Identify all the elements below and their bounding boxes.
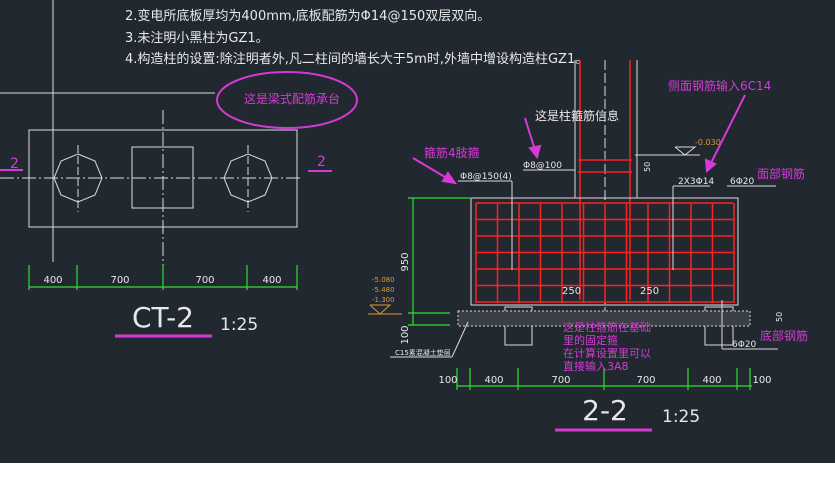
stirrup-label: Φ8@150(4) [460, 172, 512, 182]
section-title: 2-2 [582, 394, 628, 427]
bottom-dim: 100 [438, 375, 457, 386]
side-bars-label: 2X3Φ14 [678, 177, 714, 187]
elevation: -5.080 [372, 276, 395, 284]
drawing-background [0, 0, 835, 463]
pile-cap-outline [28, 129, 298, 228]
callout-text: 这是梁式配筋承台 [244, 91, 340, 106]
note-4: 4.构造柱的设置:除注明者外,凡二柱间的墙长大于5m时,外墙中增设构造柱GZ1。 [125, 51, 588, 67]
fixed-stirrup-note: 里的固定箍 [563, 333, 618, 347]
elevation: -1.300 [372, 296, 395, 304]
bottom-dim: 400 [484, 375, 503, 386]
fixed-stirrup-note: 在计算设置里可以 [563, 346, 651, 360]
top-bar-note: 面部钢筋 [757, 166, 805, 181]
plan-dim: 400 [262, 275, 281, 286]
bottom-dim: 100 [752, 375, 771, 386]
foundation-outline [470, 197, 739, 306]
bottom-dim: 700 [636, 375, 655, 386]
height-dim: 950 [400, 252, 411, 271]
section-mark-right: 2 [317, 154, 326, 170]
fixed-stirrup-note: 这是柱箍筋在基础 [563, 320, 651, 334]
bottom-dim: 700 [551, 375, 570, 386]
elevation: -5.480 [372, 286, 395, 294]
top-elevation: -0.030 [695, 138, 721, 147]
cushion-label: C15素混凝土垫层 [395, 348, 451, 357]
section-mark-left: 2 [10, 156, 19, 172]
plan-dim: 400 [43, 275, 62, 286]
fixed-stirrup-note: 直接输入3A8 [563, 359, 629, 373]
callout-ellipse [216, 71, 358, 129]
offset-dim: 50 [643, 162, 652, 172]
section-scale: 1:25 [662, 407, 700, 427]
arrow-icons [412, 94, 746, 185]
top-bars-label: 6Φ20 [730, 177, 755, 187]
annotations: 这是柱箍筋信息 箍筋4肢箍 侧面钢筋输入6C14 面部钢筋 底部钢筋 这是柱箍筋… [412, 78, 808, 373]
bottom-bar-note: 底部钢筋 [760, 328, 808, 343]
inner-dim: 250 [562, 286, 581, 297]
column-stirrup-info: 这是柱箍筋信息 [535, 108, 619, 123]
side-bar-input-note: 侧面钢筋输入6C14 [668, 78, 771, 93]
note-2: 2.变电所底板厚均为400mm,底板配筋为Φ14@150双层双向。 [125, 8, 490, 24]
column-outline [131, 146, 194, 209]
note-3: 3.未注明小黑柱为GZ1。 [125, 31, 269, 46]
section-2-2: 950 100 -5.080 -5.480 -1.300 250 250 100… [368, 60, 784, 432]
rebar-grid [475, 202, 735, 303]
concrete-cushion [457, 310, 751, 327]
offset-dim-right: 50 [775, 312, 784, 322]
inner-dim: 250 [640, 286, 659, 297]
stirrup-4-legs-note: 箍筋4肢箍 [424, 145, 480, 160]
plan-ct2: 400 700 700 400 CT-2 1:25 2 2 这是梁式配筋承台 [0, 0, 358, 338]
plan-dim: 700 [110, 275, 129, 286]
column-stirrup-label: Φ8@100 [523, 161, 562, 171]
height-dim: 100 [400, 325, 411, 344]
plan-dim: 700 [195, 275, 214, 286]
plan-title: CT-2 [132, 301, 194, 334]
bottom-dim: 400 [702, 375, 721, 386]
bottom-bars-label: 6Φ20 [732, 340, 757, 350]
plan-scale: 1:25 [220, 315, 258, 335]
